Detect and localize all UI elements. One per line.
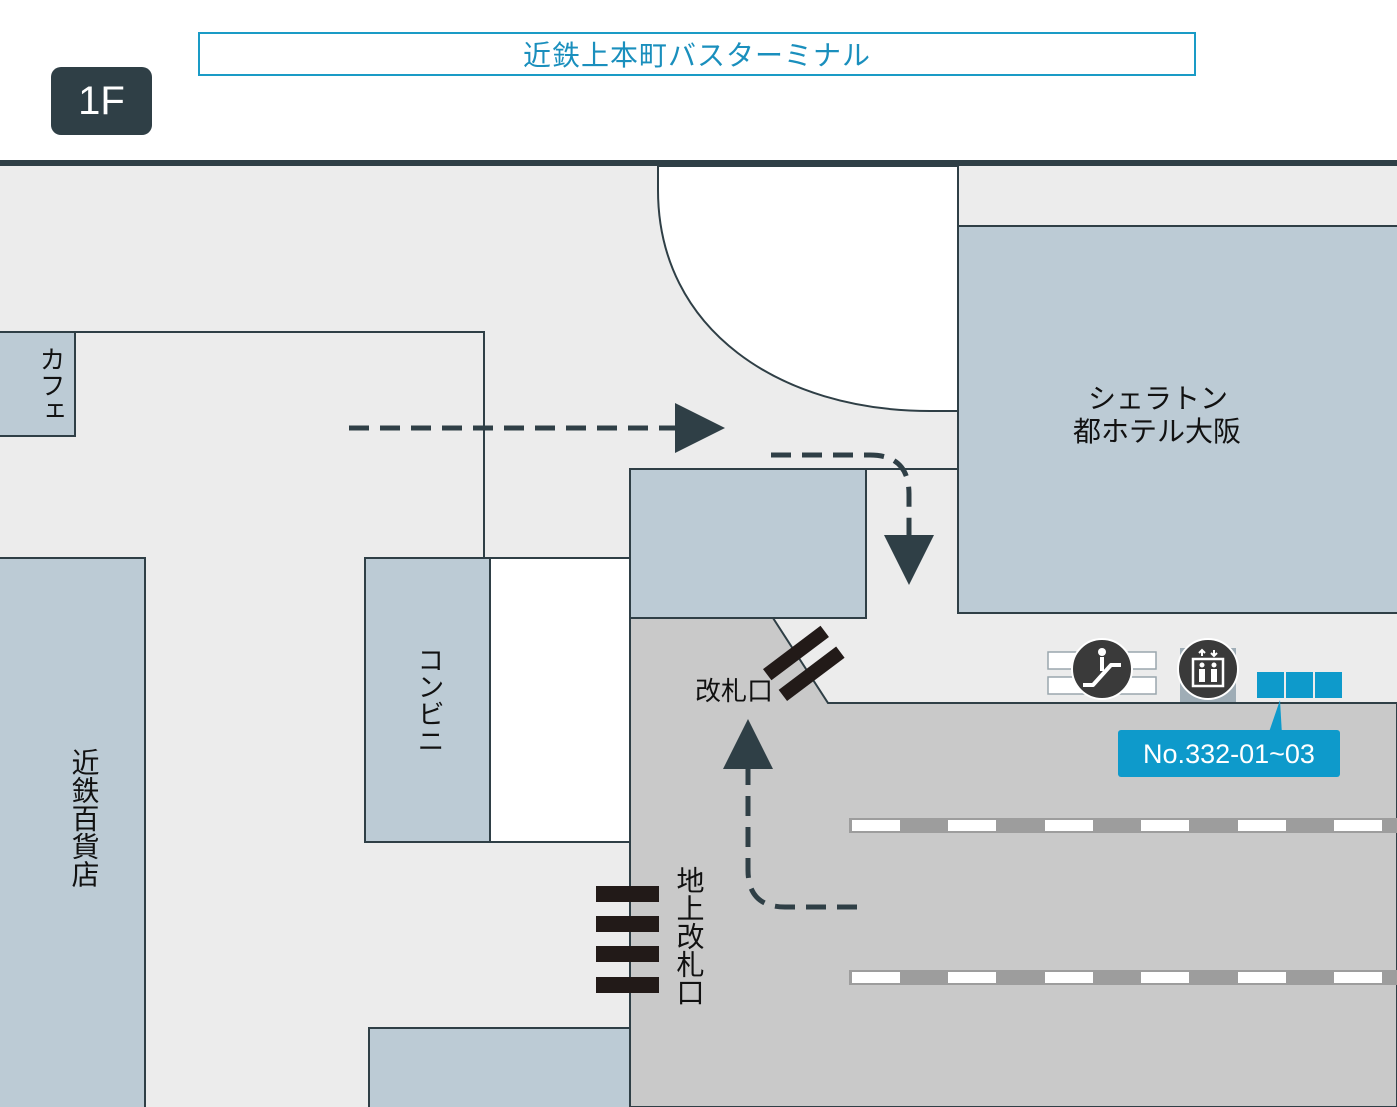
cafe-building bbox=[0, 331, 76, 437]
department-store-label: 近鉄百貨店 bbox=[68, 748, 101, 888]
lane-line-2 bbox=[849, 970, 1397, 985]
escalator-icon bbox=[1071, 638, 1133, 700]
hotel-building bbox=[957, 225, 1397, 614]
header: 近鉄上本町バスターミナル 1F bbox=[0, 0, 1397, 162]
department-store-building bbox=[0, 557, 146, 1107]
ticket-gate-marker bbox=[763, 625, 845, 702]
lane-line-1 bbox=[849, 818, 1397, 833]
ticket-gate-label: 改札口 bbox=[695, 677, 773, 707]
page-title: 近鉄上本町バスターミナル bbox=[198, 32, 1196, 76]
ground-gate-crosswalk bbox=[596, 886, 659, 993]
convenience-store-building bbox=[364, 557, 491, 843]
convenience-label: コンビニ bbox=[413, 646, 444, 754]
ground-ticket-gate-label: 地上改札口 bbox=[673, 866, 706, 1006]
cafe-label: カフェ bbox=[35, 346, 65, 424]
block-outline bbox=[75, 331, 485, 558]
bus-stop-callout bbox=[1118, 730, 1340, 777]
hotel-label-line1: シェラトン bbox=[1088, 382, 1228, 415]
elevator-icon bbox=[1177, 638, 1239, 700]
plaza-white-area bbox=[657, 165, 959, 412]
route-arrow-north bbox=[723, 719, 857, 910]
map-top-border bbox=[0, 160, 1397, 166]
hotel-label-line2: 都ホテル大阪 bbox=[1073, 415, 1241, 448]
bus-stop-number: No.332-01~03 bbox=[1143, 739, 1315, 769]
floor-badge: 1F bbox=[51, 67, 152, 135]
bus-stop-markers bbox=[1257, 672, 1342, 698]
route-arrow-south bbox=[771, 452, 934, 585]
bottom-building bbox=[368, 1027, 631, 1107]
bus-stop-callout-pointer bbox=[1268, 700, 1282, 735]
station-building bbox=[629, 468, 867, 619]
white-passage bbox=[489, 557, 631, 843]
